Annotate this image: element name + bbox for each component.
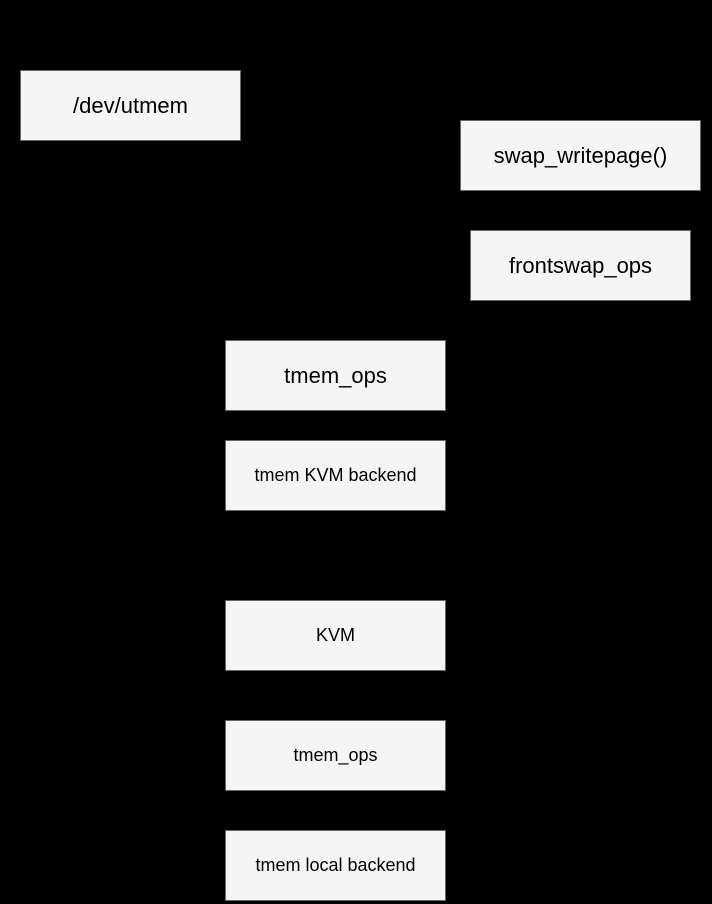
dev-utmem-node[interactable]: /dev/utmem	[20, 70, 241, 141]
tmem-ops-lower-node[interactable]: tmem_ops	[225, 720, 446, 791]
swap-writepage-node[interactable]: swap_writepage()	[460, 120, 701, 191]
frontswap-ops-node[interactable]: frontswap_ops	[470, 230, 691, 301]
kvm-node[interactable]: KVM	[225, 600, 446, 671]
tmem-local-backend-node[interactable]: tmem local backend	[225, 830, 446, 901]
tmem-ops-upper-node[interactable]: tmem_ops	[225, 340, 446, 411]
tmem-kvm-backend-node[interactable]: tmem KVM backend	[225, 440, 446, 511]
